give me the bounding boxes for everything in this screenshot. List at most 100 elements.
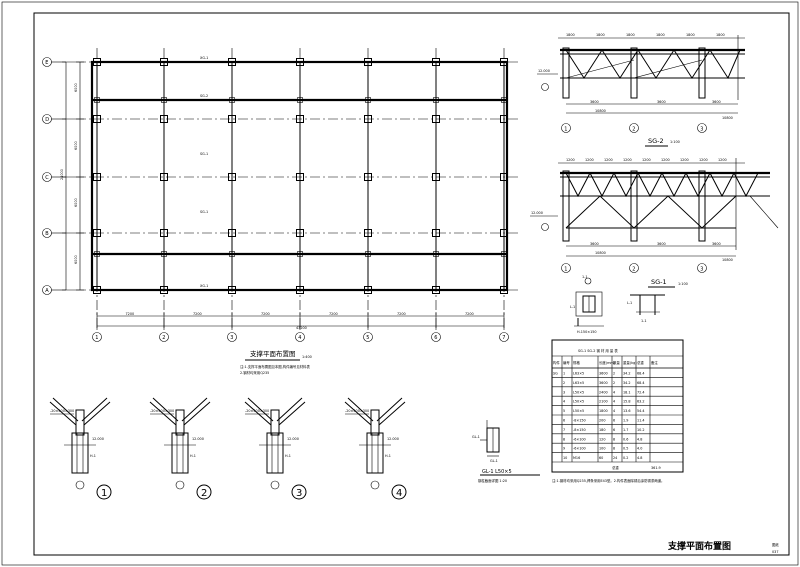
column-marker xyxy=(364,286,372,294)
column-marker xyxy=(365,97,371,103)
table-header-cell: 编号 xyxy=(563,360,570,365)
table-cell: 63.2 xyxy=(637,400,645,404)
column-marker xyxy=(432,286,440,294)
sg1-panel-dim: 1200 xyxy=(566,158,575,162)
table-cell: 0.5 xyxy=(623,447,628,451)
table-cell: 72.4 xyxy=(637,390,645,394)
column-marker xyxy=(160,58,168,66)
column-marker xyxy=(228,58,236,66)
column-marker xyxy=(228,286,236,294)
table-cell: 1.9 xyxy=(623,419,628,423)
joint-number-circle xyxy=(196,484,212,500)
svg-text:6000: 6000 xyxy=(74,255,78,264)
row-axis-label: C xyxy=(45,175,49,181)
column-marker xyxy=(93,286,101,294)
table-cell: 100 xyxy=(599,447,605,451)
column-axis-label: 1 xyxy=(95,335,98,341)
member-label: SG-2 xyxy=(200,94,208,98)
table-cell: 13.6 xyxy=(623,409,631,413)
table-header-cell: 构件 xyxy=(553,360,560,365)
section-detail: 1-1 H-150×150 L-1 L-1 1-1 xyxy=(570,275,665,334)
bay-dimension: 7200 xyxy=(465,312,474,316)
sg1-panel-dim: 1200 xyxy=(680,158,689,162)
column-marker xyxy=(161,251,167,257)
column-axis-bubble xyxy=(363,332,373,342)
table-cell: 3600 xyxy=(599,381,608,385)
column-marker xyxy=(296,58,304,66)
sg1-panel-dim: 1200 xyxy=(642,158,651,162)
table-cell: 54.4 xyxy=(637,409,645,413)
table-cell: L50×5 xyxy=(573,400,584,404)
plan-title: 支撑平面布置图 xyxy=(250,349,296,358)
joint-elev: 12.000 xyxy=(192,437,204,441)
joint-number: 4 xyxy=(396,488,402,499)
column-section-caption: GL-1 L50×5 xyxy=(482,469,512,475)
column-marker xyxy=(160,173,168,181)
column-marker xyxy=(500,173,508,181)
svg-text:6000: 6000 xyxy=(74,83,78,92)
plan-note-1: 注:1.支撑平面布置图见本图,构件编号见材料表 xyxy=(240,364,310,369)
svg-text:GL-1: GL-1 xyxy=(472,435,480,439)
svg-text:1-1: 1-1 xyxy=(582,275,588,279)
column-axis-bubble xyxy=(431,332,441,342)
table-cell: 4.8 xyxy=(637,437,642,441)
table-header-cell: 备注 xyxy=(651,360,658,365)
material-table-note: 注:1.钢材均采用Q235,焊条采用E43型。2.构件表面除锈后涂防锈漆两道。 xyxy=(552,478,664,483)
joint-plate-label: -20×400×300 xyxy=(245,409,269,413)
table-header-cell: 总重 xyxy=(637,360,644,365)
table-cell: 15.8 xyxy=(623,400,631,404)
table-cell: 4 xyxy=(613,390,615,394)
column-marker xyxy=(364,115,372,123)
joint-tag: H-1 xyxy=(90,454,96,458)
column-axis-bubble xyxy=(159,332,169,342)
svg-text:24000: 24000 xyxy=(60,169,64,180)
row-axis-label: B xyxy=(45,231,49,237)
plan-scale: 1:400 xyxy=(302,355,312,359)
column-axis-label: 7 xyxy=(502,335,505,341)
table-cell: -8×150 xyxy=(573,419,586,423)
column-marker xyxy=(160,286,168,294)
column-marker xyxy=(432,229,440,237)
column-marker xyxy=(160,229,168,237)
table-cell: 0.2 xyxy=(623,456,628,460)
table-cell: 8 xyxy=(563,437,565,441)
column-marker xyxy=(228,229,236,237)
bay-dimension: 7200 xyxy=(193,312,202,316)
column-marker xyxy=(500,229,508,237)
column-axis-label: 6 xyxy=(434,335,437,341)
table-cell: 60 xyxy=(599,456,603,460)
table-total-label: 总重 xyxy=(612,465,619,470)
column-marker xyxy=(93,115,101,123)
svg-text:3600: 3600 xyxy=(657,242,666,246)
member-label: SG-1 xyxy=(200,152,208,156)
joint-number: 3 xyxy=(296,488,302,499)
svg-text:10800: 10800 xyxy=(722,258,733,262)
joint-elev: 12.000 xyxy=(287,437,299,441)
inner-border xyxy=(33,12,790,556)
sg1-web-members xyxy=(565,171,759,198)
column-axis-bubble xyxy=(227,332,237,342)
table-cell: 9 xyxy=(563,447,565,451)
column-marker xyxy=(364,229,372,237)
table-cell: 34.2 xyxy=(623,381,631,385)
table-cell: -6×100 xyxy=(573,437,586,441)
bracing-plan: XG-1 SG-2 SG-1 SG-1 XG-1 6000 6000 6000 … xyxy=(42,48,520,375)
table-cell: 4 xyxy=(563,400,565,404)
column-marker xyxy=(297,97,303,103)
sg1-scale: 1:100 xyxy=(678,282,688,286)
column-marker xyxy=(364,58,372,66)
svg-text:3600: 3600 xyxy=(712,242,721,246)
column-marker xyxy=(432,58,440,66)
column-marker xyxy=(228,173,236,181)
member-label: XG-1 xyxy=(200,284,208,288)
column-marker xyxy=(432,173,440,181)
joint-plate-label: -20×400×300 xyxy=(345,409,369,413)
row-axis-label: E xyxy=(45,60,48,66)
svg-text:L-1: L-1 xyxy=(627,301,632,305)
row-axis-label: D xyxy=(45,117,49,123)
plan-columns xyxy=(93,58,508,294)
